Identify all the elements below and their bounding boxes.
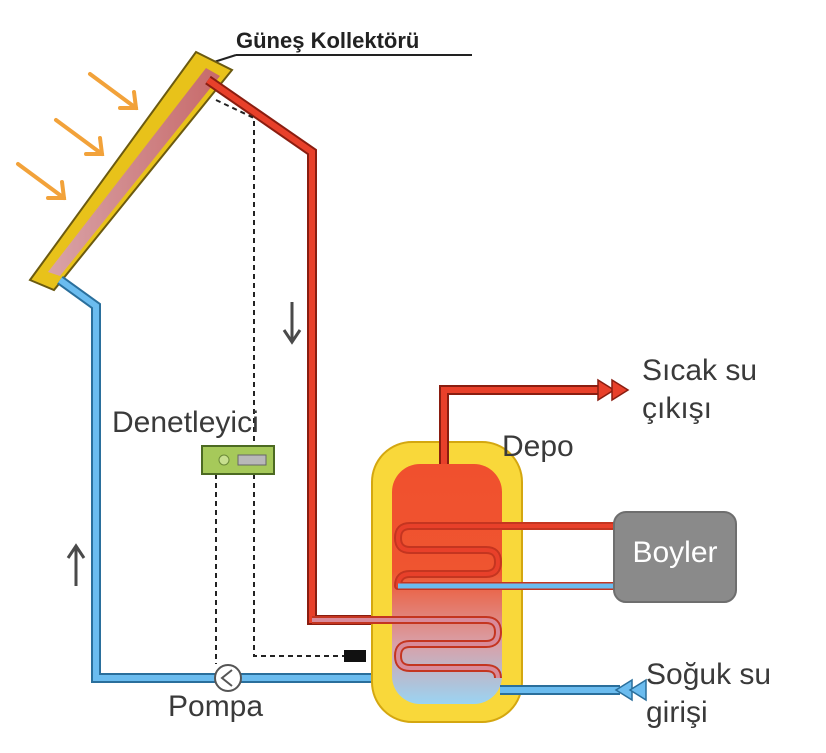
sun-ray-arrow: [88, 72, 139, 110]
collector-label: Güneş Kollektörü: [236, 28, 420, 53]
sun-ray-arrow: [16, 162, 67, 200]
pump-label: Pompa: [168, 690, 264, 723]
solar-collector: [28, 50, 234, 292]
collector-absorber: [48, 68, 220, 276]
cold-water-inlet-label: Soğuk su girişi: [646, 656, 771, 731]
tank-label: Depo: [502, 430, 574, 463]
controller-label: Denetleyici: [112, 406, 259, 439]
sensor-wire-tank: [253, 474, 346, 657]
pump-icon: [214, 664, 242, 692]
hot-water-outlet-arrow-icon: [597, 378, 630, 402]
tank-sensor: [344, 650, 366, 662]
controller-display: [237, 454, 267, 466]
hot-water-label-line2: çıkışı: [642, 391, 713, 425]
hot-water-outlet-label: Sıcak su çıkışı: [642, 352, 757, 427]
boiler-label: Boyler: [632, 536, 718, 569]
storage-tank: [312, 441, 622, 723]
boiler-unit: [613, 511, 737, 603]
sun-ray-arrow: [54, 118, 105, 156]
flow-arrow-up-icon: [66, 543, 86, 586]
cold-water-label-line1: Soğuk su: [646, 658, 772, 691]
hot-water-label-line1: Sıcak su: [642, 354, 758, 387]
collector-leader-line: [213, 54, 237, 63]
cold-water-label-line2: girişi: [646, 695, 708, 729]
sensor-wire-collector: [215, 99, 255, 448]
cold-water-inlet-arrow-icon: [614, 678, 647, 702]
cold-pipe-collector-return: [57, 275, 222, 683]
controller-indicator-icon: [218, 454, 230, 466]
flow-arrow-down-icon: [282, 302, 302, 345]
sun-rays: [16, 72, 139, 200]
controller-unit: [201, 445, 275, 475]
